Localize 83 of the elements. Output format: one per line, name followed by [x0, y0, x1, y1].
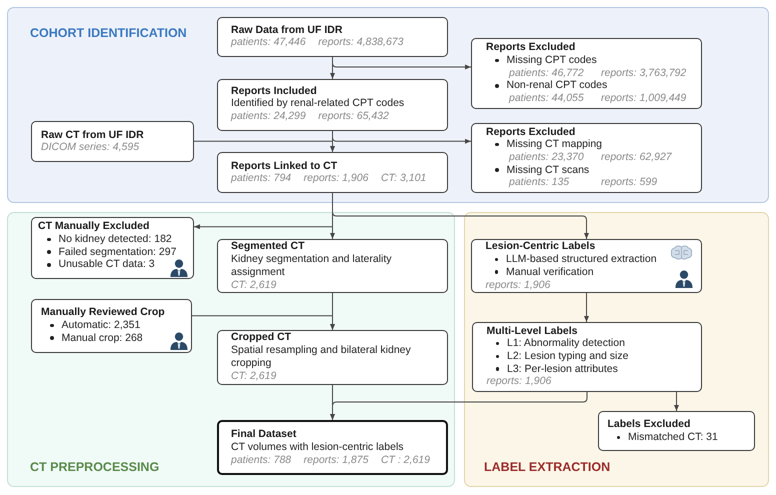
section-title: LABEL EXTRACTION [484, 460, 610, 475]
bullet-text: L1: Abnormality detection [507, 337, 625, 350]
count-text: reports: 1,875 [304, 454, 368, 466]
process-box [217, 152, 448, 193]
process-box [472, 322, 702, 392]
count-text: reports: 62,927 [601, 151, 672, 164]
step-heading: Lesion-Centric Labels [486, 240, 596, 254]
count-text: reports: 3,763,792 [601, 66, 686, 80]
section-panel [464, 212, 769, 487]
count-text: CT: 2,619 [231, 370, 276, 382]
section-title: COHORT IDENTIFICATION [30, 26, 187, 41]
count-text: DICOM series: 4,595 [41, 141, 140, 154]
count-text: reports: 1,906 [486, 375, 552, 388]
bullet-text: Missing CT scans [506, 164, 590, 176]
arrow [332, 56, 472, 70]
count-text: patients: 47,446 [231, 36, 306, 49]
data-source-box [217, 17, 448, 57]
exclusion-box [598, 411, 755, 451]
section-panel [7, 212, 455, 487]
count-text: CT: 3,101 [380, 172, 426, 185]
bullet-text: Non-renal CPT codes [506, 79, 608, 92]
process-box [471, 239, 702, 293]
arrow [332, 130, 472, 144]
count-text: reports: 4,838,673 [318, 36, 404, 49]
final-dataset-box [217, 420, 448, 475]
arrow [192, 315, 335, 330]
step-heading: Manually Reviewed Crop [41, 306, 165, 319]
count-text: reports: 1,906 [304, 172, 368, 185]
section-title: CT PREPROCESSING [30, 460, 160, 475]
count-text: patients: 44,055 [509, 92, 584, 105]
count-text: patients: 23,370 [509, 151, 584, 164]
step-heading: Segmented CT [231, 240, 305, 254]
section-panel [7, 7, 769, 203]
step-description: Identified by renal-related CPT codes [231, 97, 406, 110]
exclusion-box [471, 38, 702, 109]
arrow [584, 292, 589, 322]
step-heading: Multi-Level Labels [486, 324, 578, 338]
count-text: CT : 2,619 [380, 454, 430, 466]
step-description: CT volumes with lesion-centric labels [231, 441, 405, 454]
step-description: Kidney segmentation and laterality assignment [231, 253, 393, 278]
arrow [194, 140, 335, 152]
step-heading: Final Dataset [231, 428, 296, 441]
arrow [674, 392, 679, 412]
count-text: patients: 788 [231, 454, 292, 466]
step-heading: Reports Included [231, 84, 317, 98]
bullet-text: Unusable CT data: 3 [58, 258, 155, 272]
process-box [217, 330, 448, 385]
process-box [217, 79, 448, 131]
count-text: reports: 599 [601, 176, 658, 190]
step-heading: Reports Excluded [486, 41, 576, 54]
step-heading: Reports Excluded [486, 126, 576, 138]
bullet-text: Missing CPT codes [506, 54, 597, 67]
count-text: reports: 1,009,449 [601, 92, 686, 105]
bullet-text: Manual verification [506, 266, 594, 278]
exclusion-box [471, 123, 702, 193]
bullet-text: L2: Lesion typing and size [507, 350, 628, 363]
count-text: CT: 2,619 [231, 278, 276, 292]
count-text: patients: 135 [509, 176, 570, 190]
count-text: patients: 46,772 [509, 66, 584, 80]
process-box [217, 239, 448, 293]
exclusion-box [31, 217, 194, 279]
bullet-text: Automatic: 2,351 [62, 319, 140, 332]
count-text: reports: 65,432 [318, 110, 389, 123]
bullet-text: Manual crop: 268 [62, 332, 143, 344]
step-heading: Reports Linked to CT [231, 160, 338, 172]
bullet-text: Failed segmentation: 297 [58, 246, 176, 258]
step-description: Spatial resampling and bilateral kidney cropping [231, 344, 412, 370]
review-box [31, 299, 192, 353]
count-text: reports: 1,906 [486, 278, 550, 292]
bullet-text: LLM-based structured extraction [506, 253, 657, 266]
bullet-text: Mismatched CT: 31 [628, 431, 718, 444]
step-heading: Raw CT from UF IDR [41, 128, 144, 142]
arrow [330, 392, 588, 420]
step-heading: Cropped CT [231, 331, 292, 344]
bullet-text: No kidney detected: 182 [58, 233, 172, 246]
data-source-box [31, 121, 194, 162]
step-heading: Labels Excluded [608, 418, 690, 431]
bullet-text: Missing CT mapping [506, 138, 602, 151]
bullet-text: L3: Per-lesion attributes [507, 362, 618, 376]
count-text: patients: 794 [231, 172, 292, 185]
count-text: patients: 24,299 [231, 110, 306, 123]
step-heading: Raw Data from UF IDR [231, 24, 342, 36]
step-heading: CT Manually Excluded [38, 220, 150, 233]
